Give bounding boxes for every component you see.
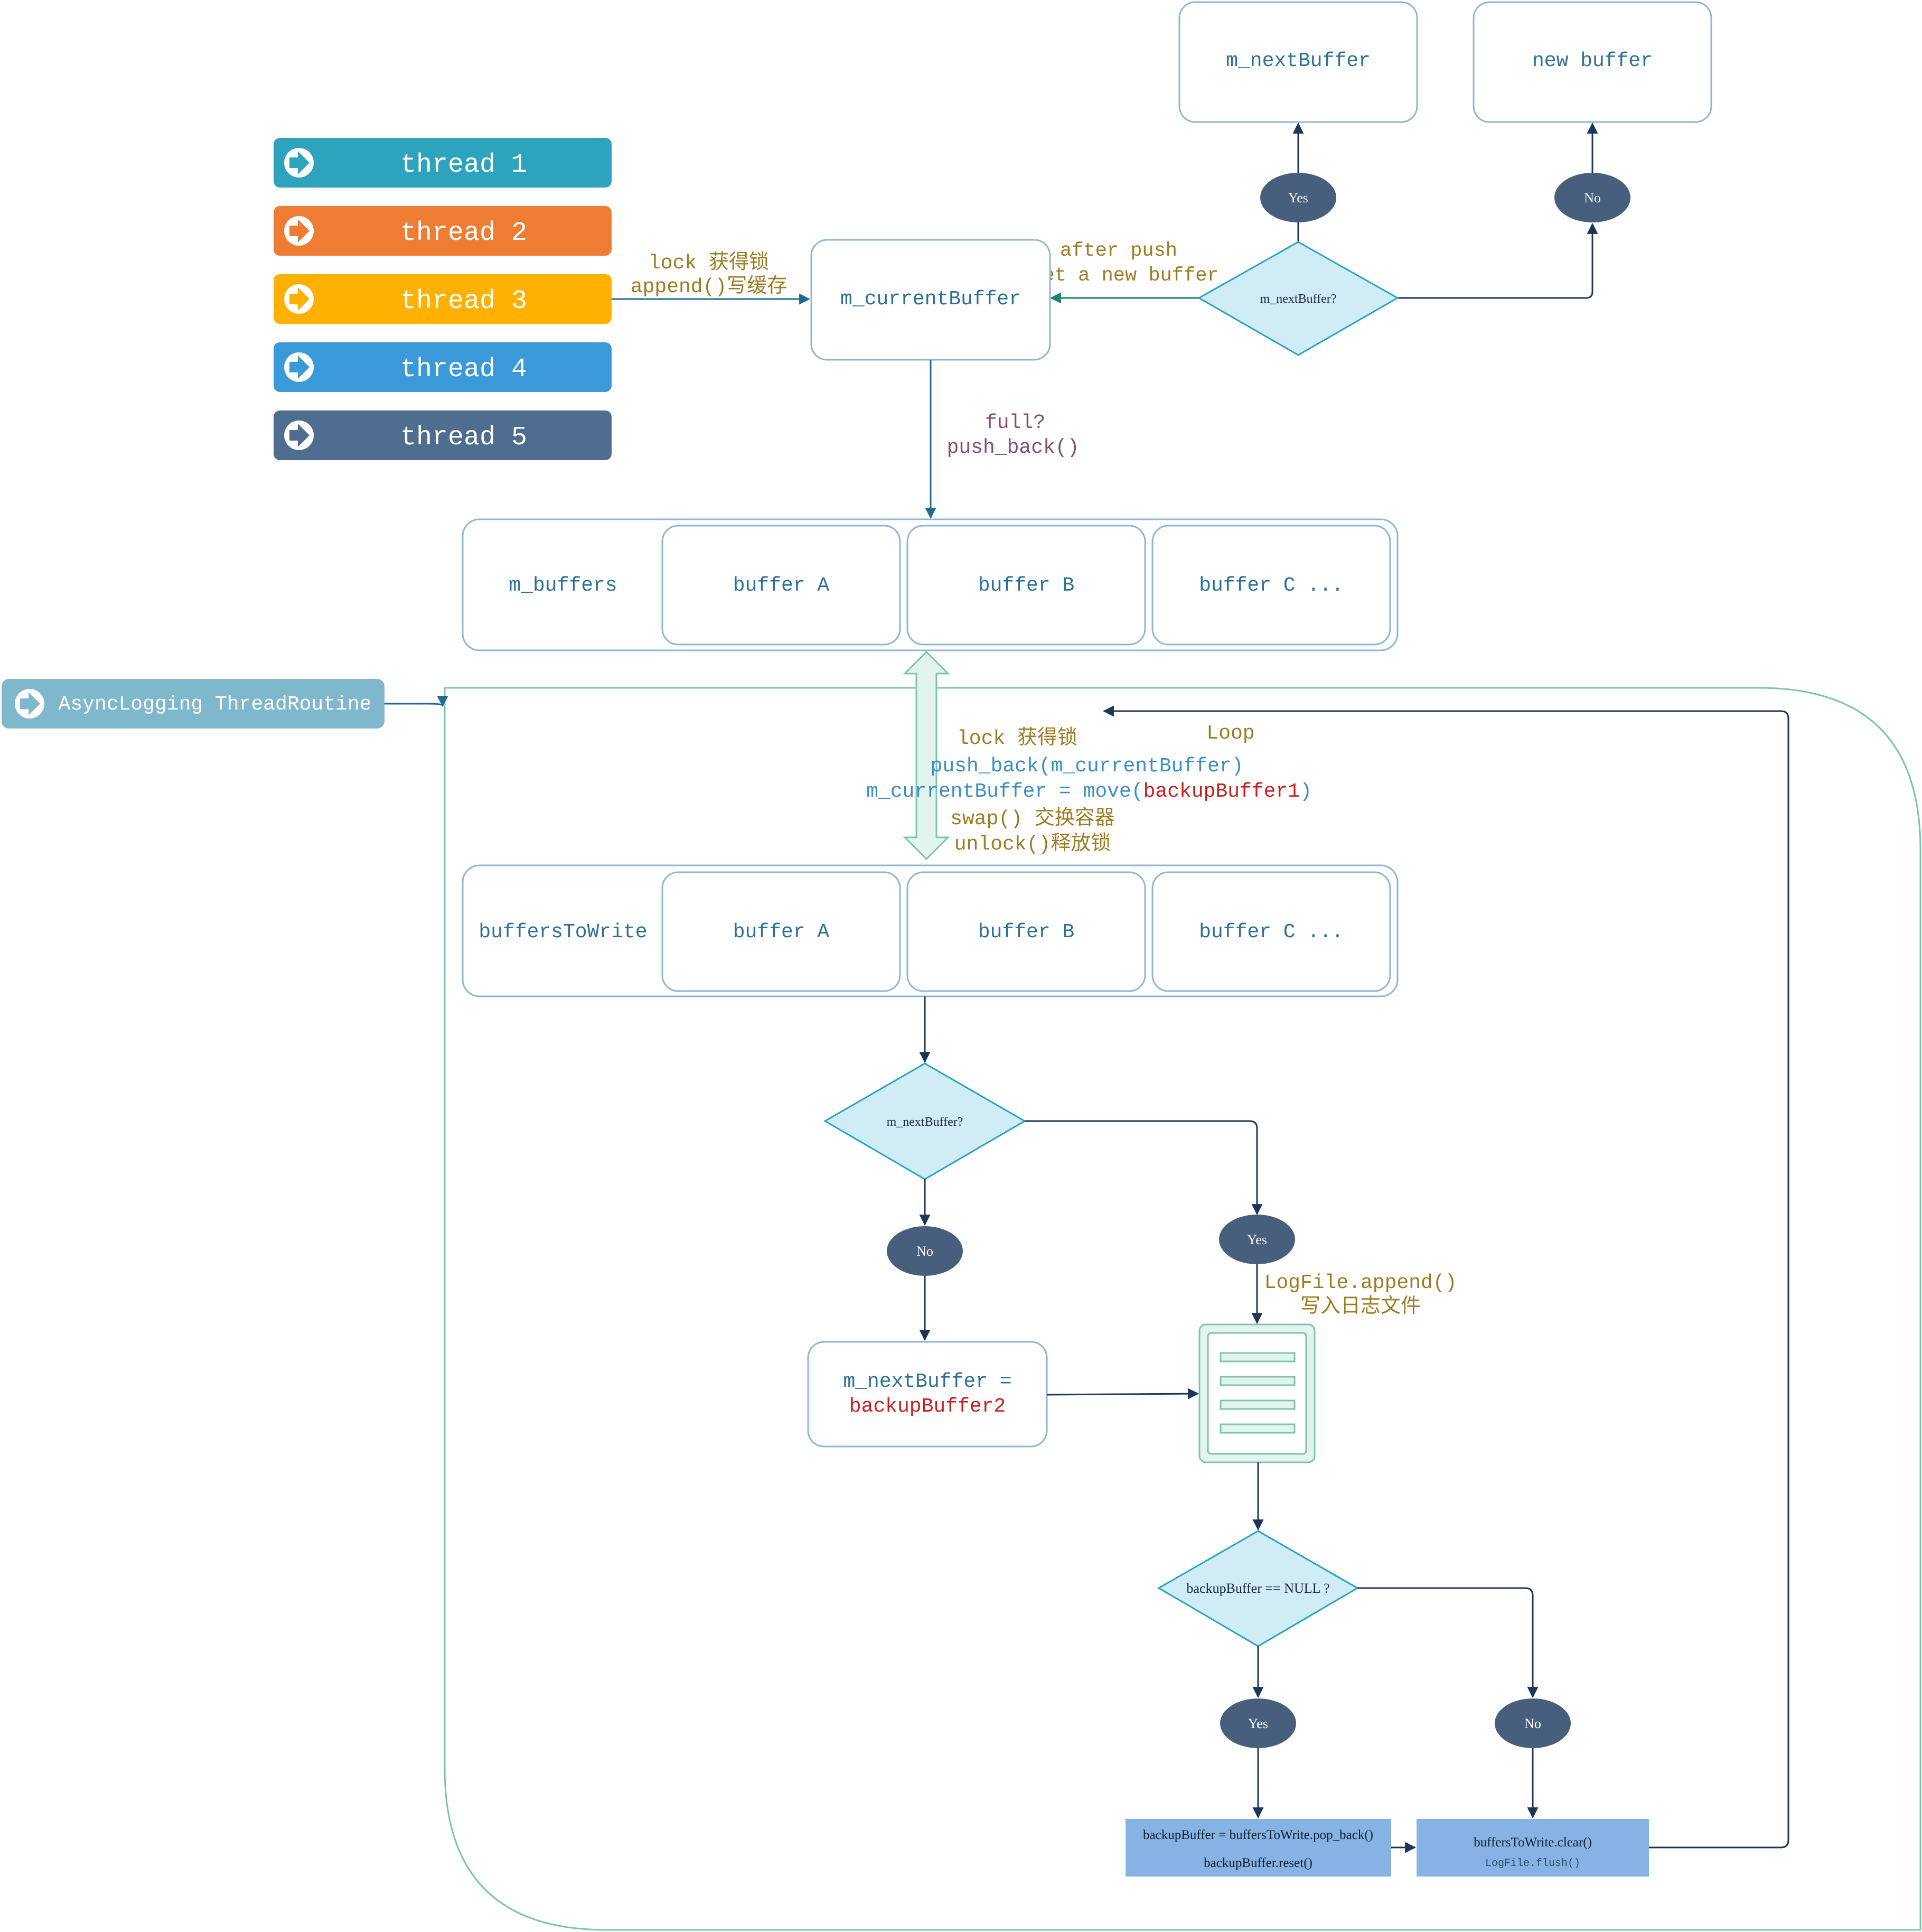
swap-double-arrow	[903, 650, 950, 861]
lower-decision-label: m_nextBuffer?	[887, 1115, 963, 1129]
null-yes-label: Yes	[1248, 1716, 1268, 1731]
top-no-label: No	[1584, 190, 1601, 206]
next-buffer-box	[1178, 1, 1418, 123]
assign-to-logfile-arrow	[1046, 1388, 1199, 1399]
lower-yes-ellipse	[1219, 1215, 1295, 1264]
current-buffer-box-label: m_currentBuffer	[840, 288, 1021, 311]
after-push-label-2: get a new buffer	[1031, 265, 1218, 287]
top-yes-ellipse	[1260, 173, 1336, 222]
clear-action	[1417, 1819, 1649, 1877]
lower-decision-to-yes-arrow	[1025, 1120, 1263, 1216]
top-next-buffer-decision	[1197, 241, 1400, 356]
clear-label-2: LogFile.flush()	[1485, 1858, 1580, 1870]
to-write-buffer-a	[661, 871, 901, 992]
swap-note-line-1: lock 获得锁	[957, 726, 1077, 750]
m-buffers-title: m_buffers	[509, 574, 617, 597]
top-no-ellipse	[1554, 173, 1630, 222]
loop-label: Loop	[1206, 722, 1254, 745]
new-buffer-box	[1473, 1, 1712, 123]
buffers-to-write-title: buffersToWrite	[479, 921, 647, 944]
assign-label-1: m_nextBuffer =	[843, 1370, 1011, 1393]
assign-label-2: backupBuffer2	[849, 1395, 1006, 1418]
full-label-1: full?	[985, 412, 1045, 434]
pop-label-1: backupBuffer = buffersToWrite.pop_back()	[1143, 1828, 1373, 1842]
swap-note-line-3: m_currentBuffer = move(backupBuffer1)	[866, 780, 1312, 803]
to-write-buffer-b	[906, 871, 1146, 992]
lower-no-ellipse	[887, 1226, 963, 1276]
m-buffers-buffer-a	[661, 525, 901, 646]
assign-next-buffer-box	[807, 1341, 1048, 1448]
append-label-1: lock 获得锁	[649, 251, 769, 275]
m-buffers-buffer-b-label: buffer B	[978, 574, 1074, 597]
top-decision-label: m_nextBuffer?	[1260, 292, 1337, 306]
append-label-2: append()写缓存	[631, 275, 787, 298]
loop-back-arrow	[1102, 705, 1789, 1849]
thread-2-label: thread 2	[400, 218, 527, 248]
thread-5-label: thread 5	[400, 423, 527, 453]
null-yes-ellipse	[1220, 1698, 1296, 1748]
null-no-ellipse	[1495, 1698, 1571, 1748]
swap-note-line-3-prefix: m_currentBuffer = move(	[866, 780, 1143, 803]
routine-loop-frame	[444, 687, 1921, 1931]
document-lines-icon	[1198, 1323, 1316, 1463]
swap-note-line-5: unlock()释放锁	[954, 832, 1111, 856]
thread-4-label: thread 4	[400, 354, 527, 385]
to-write-buffer-c	[1151, 871, 1391, 992]
to-write-buffer-b-label: buffer B	[978, 921, 1074, 944]
m-buffers-buffer-a-label: buffer A	[733, 574, 830, 597]
async-routine-button[interactable]: AsyncLogging ThreadRoutine	[2, 679, 385, 729]
swap-note-line-2: push_back(m_currentBuffer)	[931, 755, 1244, 778]
pop-label-2: backupBuffer.reset()	[1204, 1856, 1312, 1870]
lower-no-label: No	[916, 1244, 933, 1259]
swap-note-line-3-suffix: )	[1300, 780, 1312, 803]
logfile-label-2: 写入日志文件	[1300, 1295, 1421, 1319]
thread-2-button[interactable]: thread 2	[274, 206, 612, 256]
null-to-no-arrow	[1357, 1587, 1539, 1698]
next-buffer-box-label: m_nextBuffer	[1226, 50, 1371, 72]
routine-entry-arrow	[385, 696, 448, 707]
swap-note-line-4: swap() 交换容器	[950, 807, 1115, 830]
clear-label-1: buffersToWrite.clear()	[1474, 1835, 1592, 1850]
after-push-label-1: after push	[1060, 240, 1177, 262]
to-write-buffer-c-label: buffer C ...	[1199, 921, 1344, 944]
null-decision-label: backupBuffer == NULL ?	[1186, 1581, 1329, 1596]
m-buffers-buffer-c-label: buffer C ...	[1199, 574, 1344, 597]
thread-1-label: thread 1	[400, 150, 527, 180]
thread-5-button[interactable]: thread 5	[274, 410, 612, 460]
routine-label: AsyncLogging ThreadRoutine	[59, 693, 372, 716]
thread-1-button[interactable]: thread 1	[274, 138, 612, 188]
new-buffer-box-label: new buffer	[1532, 50, 1653, 72]
thread-3-button[interactable]: thread 3	[274, 274, 612, 324]
logfile-label-1: LogFile.append()	[1264, 1272, 1457, 1294]
m-buffers-buffer-c	[1151, 525, 1391, 646]
thread-4-button[interactable]: thread 4	[274, 342, 612, 392]
full-label-2: push_back()	[947, 436, 1080, 459]
decision-to-no-line	[1398, 222, 1598, 299]
to-write-buffer-a-label: buffer A	[733, 921, 830, 944]
pop-back-action	[1126, 1819, 1391, 1877]
m-buffers-buffer-b	[906, 525, 1146, 646]
thread-3-label: thread 3	[400, 286, 527, 316]
null-no-label: No	[1524, 1716, 1541, 1731]
lower-yes-label: Yes	[1247, 1232, 1267, 1247]
swap-note-line-3-highlight: backupBuffer1	[1143, 780, 1300, 803]
top-yes-label: Yes	[1288, 190, 1308, 206]
